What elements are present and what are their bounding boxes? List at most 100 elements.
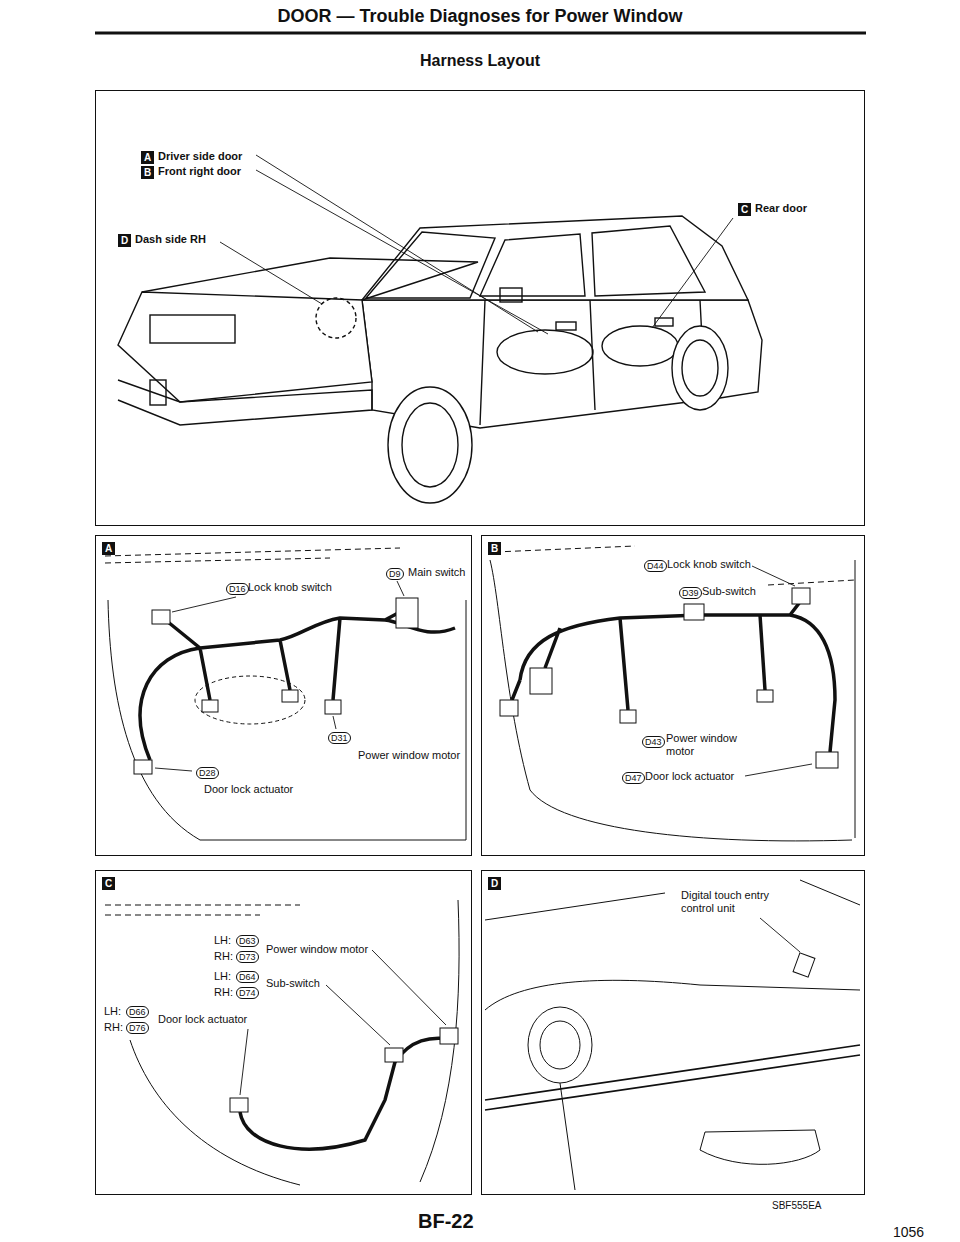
panel-frame: CLH:D63Power window motorRH:D73LH:D64Sub… bbox=[95, 870, 472, 1195]
connector bbox=[757, 690, 773, 702]
leader-lines bbox=[220, 155, 733, 334]
window-channel bbox=[105, 548, 400, 563]
rear-window bbox=[592, 226, 705, 296]
part-label: Power window motor bbox=[358, 749, 460, 762]
part-label: Lock knob switch bbox=[248, 581, 332, 594]
main-switch-connector bbox=[396, 598, 418, 628]
leader-line bbox=[220, 242, 322, 304]
control-unit bbox=[793, 953, 815, 977]
connector bbox=[152, 610, 170, 624]
page-number: 1056 bbox=[893, 1224, 924, 1240]
wheel bbox=[672, 326, 728, 410]
part-label: Power window motor bbox=[666, 732, 746, 758]
part-label: Sub-switch bbox=[702, 585, 756, 598]
connector-number: D28 bbox=[196, 767, 219, 779]
connector-number: D73 bbox=[236, 951, 259, 963]
connector bbox=[620, 710, 636, 723]
part-label: Sub-switch bbox=[266, 977, 320, 990]
leader-line bbox=[155, 581, 404, 771]
page-title: DOOR — Trouble Diagnoses for Power Windo… bbox=[0, 6, 960, 27]
panel-letter: B bbox=[141, 166, 154, 179]
connector-number: D9 bbox=[386, 568, 404, 580]
connector bbox=[230, 1098, 248, 1112]
connector-number: D31 bbox=[328, 732, 351, 744]
part-label: Digital touch entry control unit bbox=[681, 889, 796, 915]
steering-wheel bbox=[528, 1007, 592, 1083]
bumper bbox=[118, 380, 372, 425]
hood bbox=[142, 258, 478, 300]
panel-letter: B bbox=[488, 542, 501, 555]
page-code: BF-22 bbox=[418, 1210, 474, 1233]
panel-letter: D bbox=[488, 877, 501, 890]
part-label: Main switch bbox=[408, 566, 465, 579]
mirror bbox=[500, 288, 522, 302]
door-lines bbox=[480, 300, 705, 425]
grille bbox=[150, 315, 235, 343]
part-label: LH: bbox=[214, 934, 231, 947]
part-label: Lock knob switch bbox=[667, 558, 751, 571]
panel-letter: A bbox=[141, 151, 154, 164]
door-oval bbox=[497, 330, 593, 374]
connector bbox=[440, 1028, 458, 1044]
connector bbox=[530, 668, 552, 694]
part-label: RH: bbox=[104, 1021, 123, 1034]
part-label: Rear door bbox=[755, 202, 807, 215]
figure-code: SBF555EA bbox=[772, 1200, 821, 1211]
leader-line bbox=[745, 566, 812, 776]
door-b-drawing bbox=[490, 546, 855, 841]
dash-bar bbox=[485, 1045, 860, 1110]
section-heading: Harness Layout bbox=[0, 52, 960, 70]
connector-number: D66 bbox=[126, 1006, 149, 1018]
connector bbox=[325, 700, 341, 714]
part-label: Dash side RH bbox=[135, 233, 206, 246]
car-front bbox=[118, 292, 372, 402]
door-handle bbox=[655, 318, 673, 326]
part-label: Front right door bbox=[158, 165, 241, 178]
header-rule bbox=[95, 32, 866, 35]
panel-frame: BD44Lock knob switchD39Sub-switchD43Powe… bbox=[481, 535, 865, 856]
connector bbox=[385, 1048, 403, 1062]
window-channel bbox=[105, 905, 300, 915]
part-label: RH: bbox=[214, 950, 233, 963]
leader-line bbox=[256, 155, 538, 332]
leader-line bbox=[652, 218, 733, 328]
wheel bbox=[388, 387, 472, 503]
dash-drawing bbox=[485, 880, 860, 1190]
wheel-rim bbox=[402, 403, 458, 487]
harness bbox=[512, 602, 835, 752]
connector bbox=[684, 604, 704, 620]
leader-line bbox=[240, 950, 446, 1095]
connector-number: D74 bbox=[236, 987, 259, 999]
connector-number: D64 bbox=[236, 971, 259, 983]
part-label: Door lock actuator bbox=[645, 770, 734, 783]
panel-letter: A bbox=[102, 542, 115, 555]
knee-panel bbox=[700, 1130, 820, 1164]
connector-number: D43 bbox=[642, 736, 665, 748]
panel-letter: D bbox=[118, 234, 131, 247]
car-drawing bbox=[118, 216, 762, 503]
door-a-drawing bbox=[105, 548, 466, 840]
part-label: Door lock actuator bbox=[204, 783, 293, 796]
leader-line bbox=[256, 170, 548, 334]
harness bbox=[240, 1038, 455, 1149]
connector-number: D63 bbox=[236, 935, 259, 947]
connector bbox=[282, 690, 298, 702]
connector bbox=[500, 700, 518, 716]
connector-number: D47 bbox=[622, 772, 645, 784]
connector bbox=[792, 588, 810, 604]
door-c-drawing bbox=[105, 900, 459, 1185]
steering-hub bbox=[540, 1021, 580, 1069]
connector bbox=[134, 760, 152, 774]
door-panel bbox=[108, 600, 466, 840]
part-label: LH: bbox=[104, 1005, 121, 1018]
panel-frame: AD16Lock knob switchD9Main switchD31Powe… bbox=[95, 535, 472, 856]
part-label: RH: bbox=[214, 986, 233, 999]
leader-line bbox=[760, 918, 800, 952]
panel-frame: ADriver side doorBFront right doorCRear … bbox=[95, 90, 865, 526]
part-label: LH: bbox=[214, 970, 231, 983]
window-channel bbox=[495, 546, 855, 585]
connector-number: D76 bbox=[126, 1022, 149, 1034]
windshield-edge bbox=[485, 880, 860, 920]
